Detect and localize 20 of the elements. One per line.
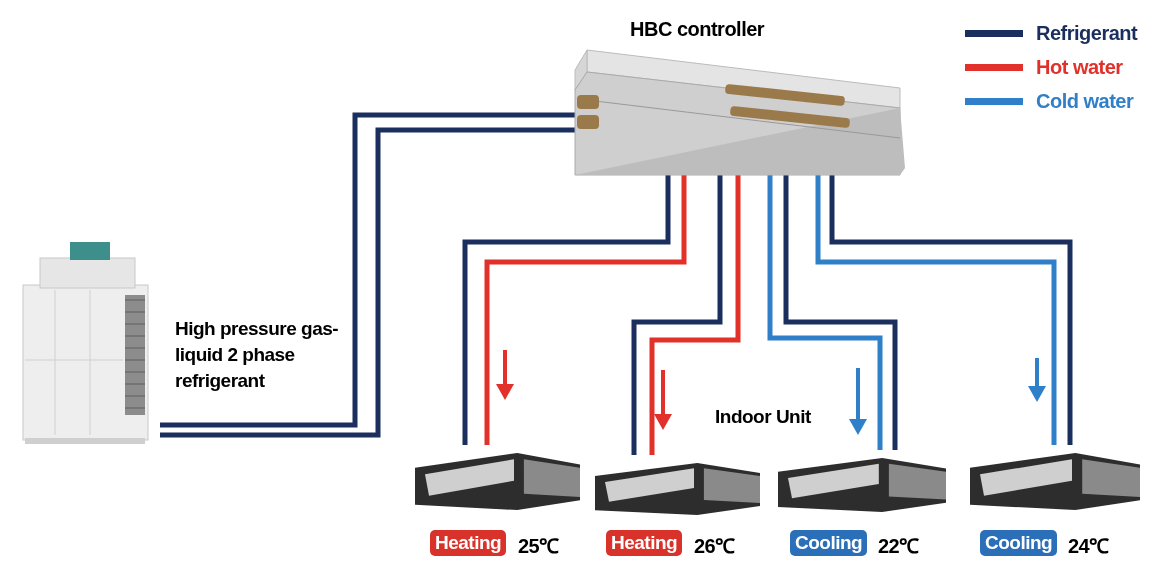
pipe [631, 175, 723, 455]
pipe [462, 175, 671, 445]
temperature-label: 25℃ [518, 534, 559, 559]
legend-label: Cold water [1036, 90, 1134, 113]
pipe [767, 175, 883, 450]
mode-badge: Cooling [980, 530, 1058, 556]
temperature-label: 26℃ [694, 534, 735, 559]
pipe [649, 175, 741, 455]
legend-label: Refrigerant [1036, 22, 1138, 45]
mode-badge: Heating [606, 530, 683, 556]
legend-label: Hot water [1036, 56, 1123, 79]
temperature-label: 22℃ [878, 534, 919, 559]
pipe [484, 175, 687, 445]
text-label: High pressure gas-liquid 2 phase refrigerant [175, 317, 340, 393]
mode-badge: Cooling [790, 530, 868, 556]
text-label: Indoor Unit [715, 405, 811, 429]
pipe [783, 175, 898, 450]
node-title: HBC controller [630, 18, 765, 41]
mode-badge: Heating [430, 530, 507, 556]
temperature-label: 24℃ [1068, 534, 1109, 559]
